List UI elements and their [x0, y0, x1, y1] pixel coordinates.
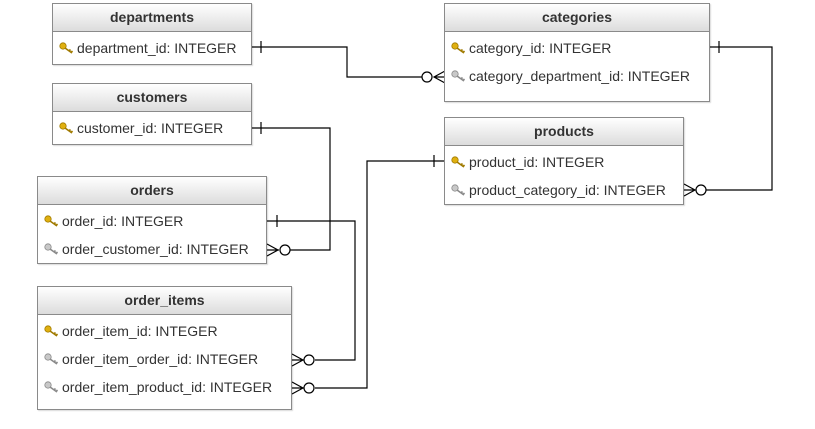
field-department-id[interactable]: department_id: INTEGER [53, 34, 251, 62]
field-product-id[interactable]: product_id: INTEGER [445, 148, 683, 176]
field-label: product_id: INTEGER [469, 154, 605, 170]
many-marker [291, 381, 305, 395]
foreign-key-icon [44, 353, 59, 365]
primary-key-icon [59, 122, 74, 134]
field-customer-id[interactable]: customer_id: INTEGER [53, 114, 251, 142]
field-product-category-id[interactable]: product_category_id: INTEGER [445, 176, 683, 204]
field-label: department_id: INTEGER [77, 40, 237, 56]
connector-line [252, 127, 331, 251]
field-label: customer_id: INTEGER [77, 120, 224, 136]
field-category-id[interactable]: category_id: INTEGER [445, 34, 709, 62]
entity-departments[interactable]: departments department_id: INTEGER [52, 3, 252, 65]
primary-key-icon [59, 42, 74, 54]
field-order-customer-id[interactable]: order_customer_id: INTEGER [38, 235, 266, 263]
entity-categories[interactable]: categories category_id: INTEGER category… [444, 3, 710, 102]
field-label: order_id: INTEGER [62, 213, 184, 229]
many-marker [432, 70, 446, 84]
primary-key-icon [44, 325, 59, 337]
entity-products[interactable]: products product_id: INTEGER product_cat… [444, 117, 684, 205]
relationship-categories-to-products [683, 41, 773, 197]
field-order-item-id[interactable]: order_item_id: INTEGER [38, 317, 291, 345]
entity-customers[interactable]: customers customer_id: INTEGER [52, 83, 252, 145]
field-label: category_department_id: INTEGER [469, 68, 690, 84]
relationship-customers-to-orders [252, 122, 331, 257]
field-label: order_item_order_id: INTEGER [62, 351, 259, 367]
zero-marker [279, 244, 291, 256]
relationship-orders-to-order-items [267, 215, 356, 367]
entity-title: products [445, 118, 683, 146]
foreign-key-icon [451, 70, 466, 82]
foreign-key-icon [451, 184, 466, 196]
relationship-products-to-order-items [291, 155, 445, 395]
relationship-departments-to-categories [252, 41, 446, 84]
connector-line [252, 46, 427, 78]
foreign-key-icon [44, 243, 59, 255]
foreign-key-icon [44, 381, 59, 393]
entity-order-items[interactable]: order_items order_item_id: INTEGER order… [37, 286, 292, 410]
field-label: order_item_product_id: INTEGER [62, 379, 273, 395]
entity-title: order_items [38, 287, 291, 315]
field-label: order_item_id: INTEGER [62, 323, 218, 339]
entity-orders[interactable]: orders order_id: INTEGER order_customer_… [37, 176, 267, 264]
field-label: order_customer_id: INTEGER [62, 241, 249, 257]
entity-title: orders [38, 177, 266, 205]
field-order-item-order-id[interactable]: order_item_order_id: INTEGER [38, 345, 291, 373]
field-order-item-product-id[interactable]: order_item_product_id: INTEGER [38, 373, 291, 401]
primary-key-icon [44, 215, 59, 227]
zero-marker [695, 184, 707, 196]
many-marker [291, 353, 305, 367]
zero-marker [303, 354, 315, 366]
connector-line [701, 46, 773, 191]
zero-marker [421, 71, 433, 83]
many-marker [683, 183, 697, 197]
entity-title: categories [445, 4, 709, 32]
connector-line [267, 220, 356, 361]
entity-title: customers [53, 84, 251, 112]
zero-marker [303, 382, 315, 394]
primary-key-icon [451, 42, 466, 54]
primary-key-icon [451, 156, 466, 168]
field-order-id[interactable]: order_id: INTEGER [38, 207, 266, 235]
entity-title: departments [53, 4, 251, 32]
connector-line [315, 160, 445, 389]
many-marker [266, 243, 280, 257]
field-category-department-id[interactable]: category_department_id: INTEGER [445, 62, 709, 90]
field-label: product_category_id: INTEGER [469, 182, 666, 198]
field-label: category_id: INTEGER [469, 40, 612, 56]
